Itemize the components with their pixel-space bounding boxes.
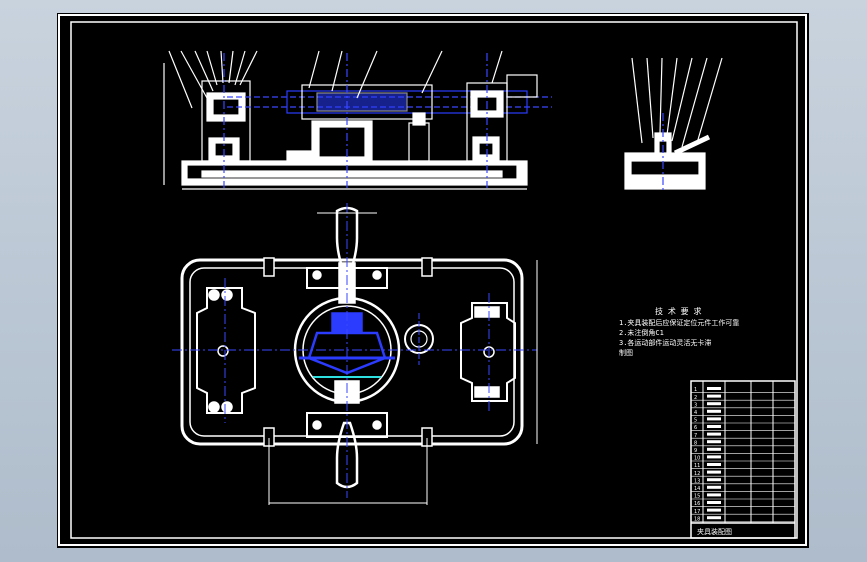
bom-row-name — [707, 508, 721, 512]
bom-row-number: 14 — [694, 486, 700, 492]
bom-row-name — [707, 440, 721, 444]
bom-row-number: 16 — [694, 501, 700, 507]
inner-frame — [70, 21, 798, 539]
bom-row-name — [707, 501, 721, 504]
notes-line-1: 1.夹具装配后应保证定位元件工作可靠 — [619, 318, 739, 327]
bom-row-name — [707, 470, 721, 474]
front-view — [163, 50, 552, 190]
bom-row-name — [707, 425, 721, 428]
outer-frame — [58, 14, 807, 546]
title-block-label: 夹具装配图 — [697, 527, 732, 536]
bom-row-number: 11 — [694, 463, 700, 469]
bom-row-name — [707, 493, 721, 497]
notes-line-2: 2.未注倒角C1 — [619, 328, 664, 337]
bom-row-name — [707, 402, 721, 406]
bom-row-name — [707, 485, 721, 489]
bom-row-number: 17 — [694, 509, 700, 515]
bom-row-number: 7 — [694, 433, 697, 439]
bom-row-number: 15 — [694, 494, 700, 500]
drawing-sheet: 技 术 要 求 1.夹具装配后应保证定位元件工作可靠 2.未注倒角C1 3.各运… — [57, 13, 809, 548]
technical-notes: 技 术 要 求 1.夹具装配后应保证定位元件工作可靠 2.未注倒角C1 3.各运… — [619, 306, 739, 357]
bom-row-name — [707, 455, 721, 459]
bom-row-name — [707, 409, 721, 413]
bom-row-number: 6 — [694, 425, 697, 431]
bom-row-number: 5 — [694, 418, 697, 424]
bom-row-number: 9 — [694, 448, 697, 454]
bom-row-number: 12 — [694, 471, 700, 477]
notes-line-4: 制图 — [619, 348, 633, 357]
bom-row-number: 10 — [694, 456, 700, 462]
bom-row-number: 3 — [694, 402, 697, 408]
bom-row-name — [707, 432, 721, 436]
bom-row-number: 8 — [694, 440, 697, 446]
bom-row-name — [707, 417, 721, 421]
bom-row-name — [707, 463, 721, 466]
notes-title: 技 术 要 求 — [655, 306, 701, 316]
side-view — [624, 57, 723, 193]
notes-line-3: 3.各运动部件运动灵活无卡滞 — [619, 338, 711, 347]
bom-row-number: 1 — [694, 387, 697, 393]
bom-row-number: 2 — [694, 395, 697, 401]
bom-row-number: 4 — [694, 410, 697, 416]
bom-row-name — [707, 387, 721, 390]
top-view — [172, 203, 538, 505]
bom-row-name — [707, 447, 721, 451]
bom-row-number: 13 — [694, 478, 700, 484]
drawing-canvas: 技 术 要 求 1.夹具装配后应保证定位元件工作可靠 2.未注倒角C1 3.各运… — [58, 14, 807, 546]
bom-row-name — [707, 516, 721, 520]
bom-row-name — [707, 478, 721, 482]
bom-row-name — [707, 394, 721, 398]
bom-row-number: 18 — [694, 516, 700, 522]
